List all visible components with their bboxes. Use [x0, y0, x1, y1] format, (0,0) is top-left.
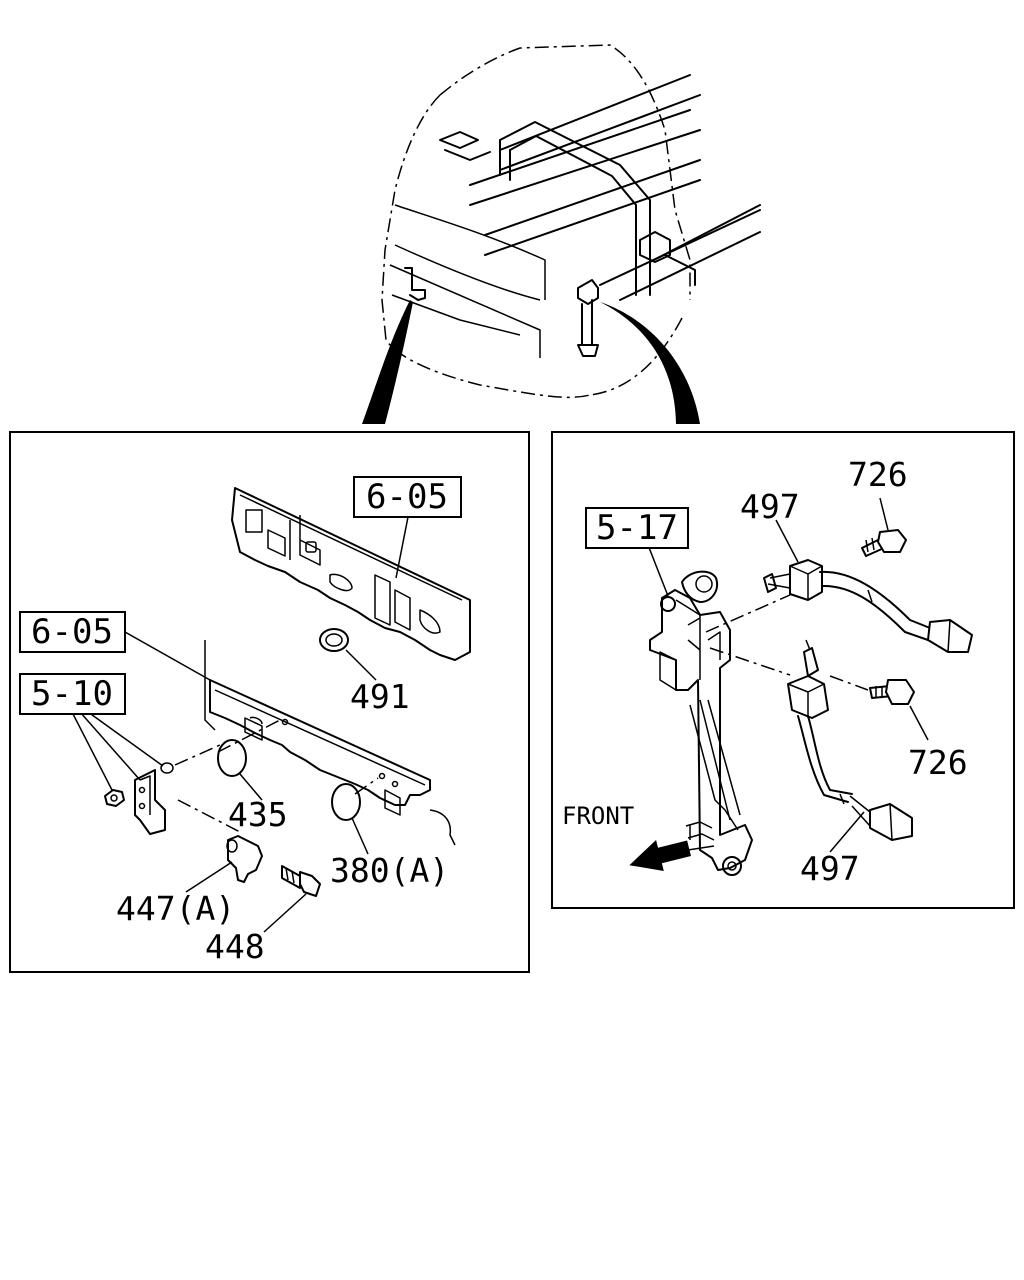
ref-box-6-05-lower: [19, 611, 126, 653]
part-label-380a: 380(A): [330, 851, 449, 890]
front-direction-label: FRONT: [562, 802, 634, 830]
ref-label-6-05-lower: 6-05: [31, 612, 113, 652]
callout-pointer-right: [600, 302, 700, 424]
part-label-497-upper: 497: [740, 487, 800, 526]
cab-overview: [381, 44, 761, 399]
left-detail-panel: [9, 431, 530, 973]
right-detail-drawing: [629, 497, 973, 876]
part-label-497-lower: 497: [800, 849, 860, 888]
ref-box-5-10: [19, 673, 126, 715]
left-detail-drawing: [71, 487, 471, 933]
ref-label-5-17: 5-17: [596, 508, 678, 548]
callout-pointer-left: [362, 300, 413, 424]
part-label-448: 448: [205, 927, 265, 966]
part-label-726-upper: 726: [848, 455, 908, 494]
part-label-447a: 447(A): [116, 889, 235, 928]
ref-label-5-10: 5-10: [31, 674, 113, 714]
right-detail-panel: [551, 431, 1015, 909]
ref-box-6-05-upper: [353, 476, 462, 518]
part-label-491: 491: [350, 677, 410, 716]
ref-label-6-05-upper: 6-05: [366, 477, 448, 517]
part-label-435: 435: [228, 795, 288, 834]
ref-box-5-17: [585, 507, 689, 549]
part-label-726-lower: 726: [908, 743, 968, 782]
